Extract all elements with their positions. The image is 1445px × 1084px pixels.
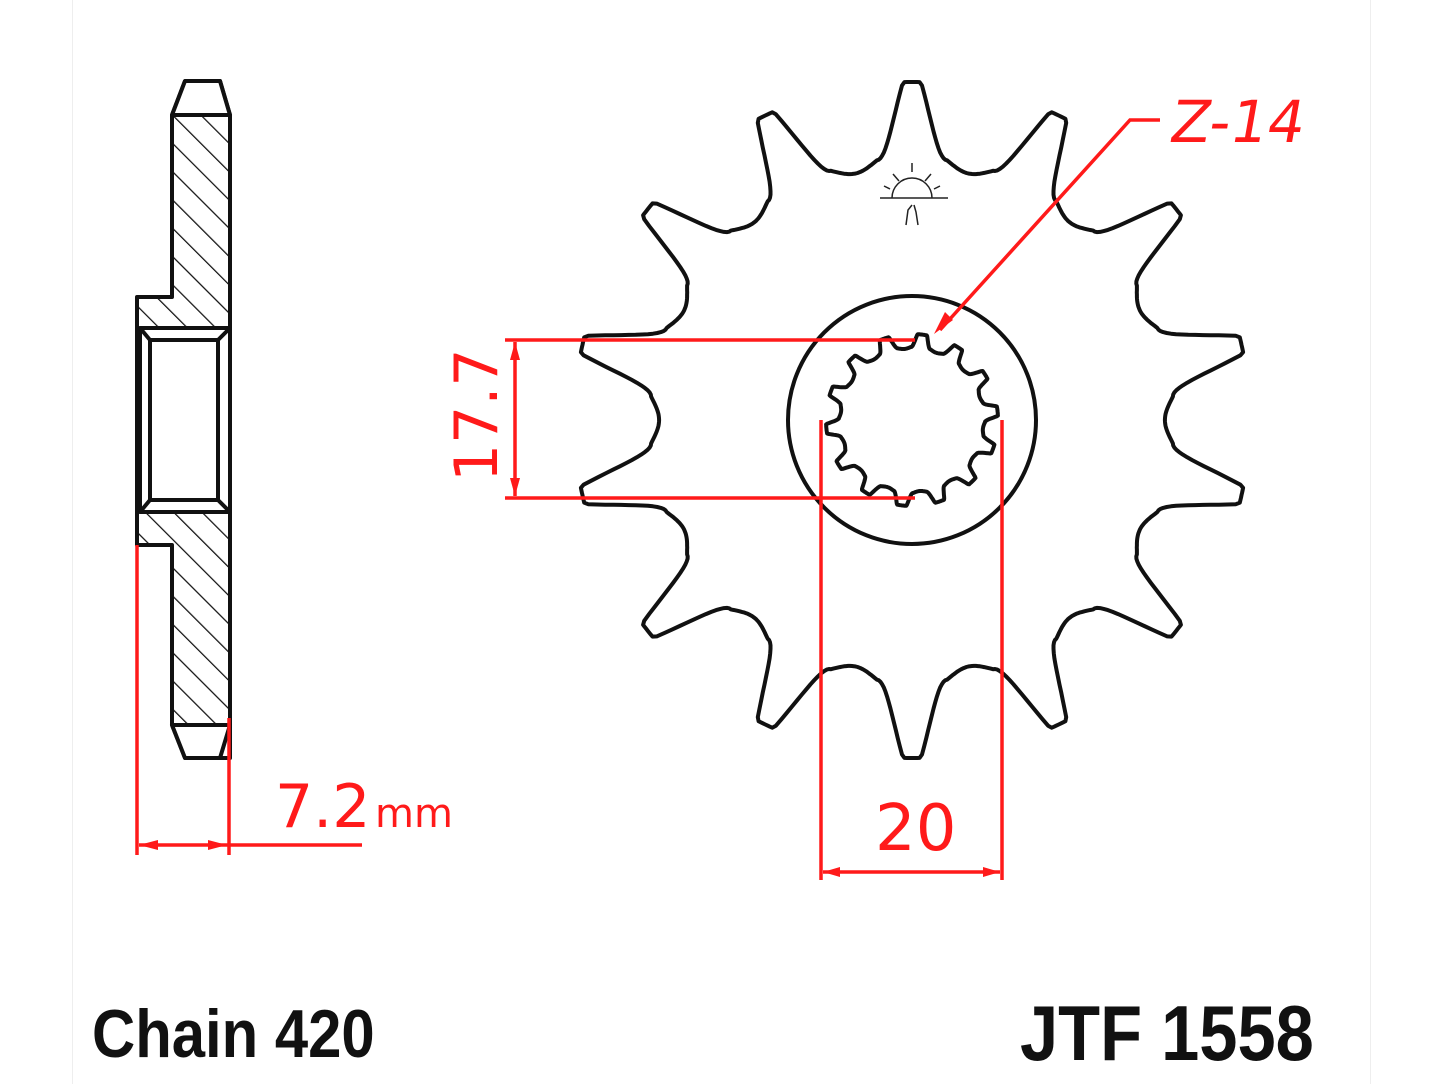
page-border-left: [72, 0, 73, 1084]
dimension-lines: [135, 118, 1160, 880]
bore-diameter-label: 20: [875, 792, 956, 866]
page-border-right: [1370, 0, 1371, 1084]
spline-bore: [824, 332, 1000, 508]
side-profile: [135, 79, 232, 760]
part-number: JTF 1558: [1020, 989, 1314, 1077]
width-label: 7.2: [275, 772, 370, 842]
brand-logo-icon: [880, 163, 948, 226]
dimension-arrows: [139, 312, 1000, 877]
chain-label: Chain 420: [92, 996, 375, 1072]
spline-diameter-label: 17.7: [442, 348, 512, 482]
teeth-count-label: Z-14: [1166, 88, 1311, 155]
hub-circle: [786, 294, 1038, 546]
width-unit-label: mm: [375, 791, 453, 837]
